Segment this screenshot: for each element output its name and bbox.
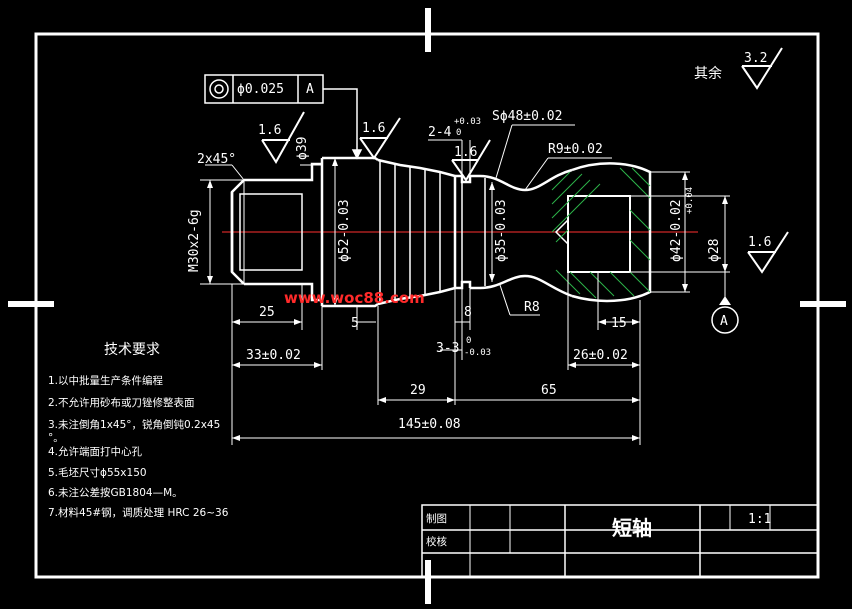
dimension-arrows	[207, 158, 731, 441]
requirement-3-cont: °。	[48, 432, 64, 444]
requirement-5: 5.毛坯尺寸ϕ55x150	[48, 466, 147, 479]
len-65-label: 65	[541, 383, 557, 398]
len-33-label: 33±0.02	[246, 348, 301, 363]
len-5-label: 5	[351, 316, 359, 331]
watermark: www.woc88.com	[284, 289, 425, 307]
chamfer-label: 2x45°	[197, 152, 236, 167]
dia-42-label: ϕ42-0.02	[669, 199, 684, 262]
datum-label: A	[720, 314, 728, 329]
groove-tol-lower: 0	[456, 128, 461, 138]
remaining-roughness-label: 其余	[694, 65, 722, 82]
len-3-tol-lower: -0.03	[464, 348, 491, 358]
len-8-label: 8	[464, 305, 472, 320]
len-29-label: 29	[410, 383, 426, 398]
dia-35-label: ϕ35-0.03	[494, 199, 509, 262]
requirement-2: 2.不允许用砂布或刀锉修整表面	[48, 396, 195, 409]
roughness-left-value: 1.6	[258, 123, 281, 138]
roughness-symbol-middle	[359, 117, 401, 160]
roughness-middle-value: 1.6	[362, 121, 385, 136]
tolerance-frame	[204, 74, 363, 160]
roughness-right-value: 1.6	[748, 235, 771, 250]
drawing-scale: 1:1	[748, 512, 771, 527]
radius-8-label: R8	[524, 300, 540, 315]
shaft-outline	[222, 156, 698, 308]
section-hatch	[551, 167, 651, 299]
requirement-1: 1.以中批量生产条件编程	[48, 374, 164, 387]
len-15-label: 15	[611, 316, 627, 331]
groove-tol-upper: +0.03	[454, 117, 481, 127]
dia-39-label: ϕ39	[295, 137, 310, 160]
drawn-by-label: 制图	[426, 512, 447, 525]
roughness-symbol-right	[747, 231, 789, 274]
groove-width-label: 2-4	[428, 125, 452, 140]
checked-by-label: 校核	[426, 535, 447, 548]
roughness-symbol-remaining	[741, 47, 783, 90]
len-26-label: 26±0.02	[573, 348, 628, 363]
requirement-4: 4.允许端面打中心孔	[48, 445, 143, 458]
requirements-heading: 技术要求	[104, 342, 160, 358]
requirement-7: 7.材料45#钢，调质处理 HRC 26~36	[48, 506, 229, 519]
len-3-label: 3-3	[436, 341, 459, 356]
tolerance-value: ϕ0.025	[237, 82, 284, 97]
requirement-3: 3.未注倒角1x45°，锐角倒钝0.2x45	[48, 418, 220, 431]
radius-9-label: R9±0.02	[548, 142, 603, 157]
roughness-symbol-left	[261, 111, 305, 164]
len-145-label: 145±0.08	[398, 417, 461, 432]
dimension-lines	[200, 124, 739, 445]
dia-42-upper-tol: +0.04	[685, 187, 695, 214]
len-25-label: 25	[259, 305, 275, 320]
sphere-label: Sϕ48±0.02	[492, 109, 562, 124]
title-block	[421, 504, 819, 578]
dia-28-label: ϕ28	[707, 239, 722, 262]
roughness-groove-value: 1.6	[454, 145, 477, 160]
tolerance-datum: A	[306, 82, 314, 97]
remaining-roughness-value: 3.2	[744, 51, 767, 66]
dia-52-label: ϕ52-0.03	[337, 199, 352, 262]
len-3-tol-upper: 0	[466, 336, 471, 346]
drawing-title: 短轴	[612, 516, 652, 540]
requirement-6: 6.未注公差按GB1804—M。	[48, 486, 183, 499]
thread-label: M30x2-6g	[187, 209, 202, 272]
roughness-symbol-groove	[451, 139, 491, 182]
concentricity-icon	[209, 79, 229, 99]
